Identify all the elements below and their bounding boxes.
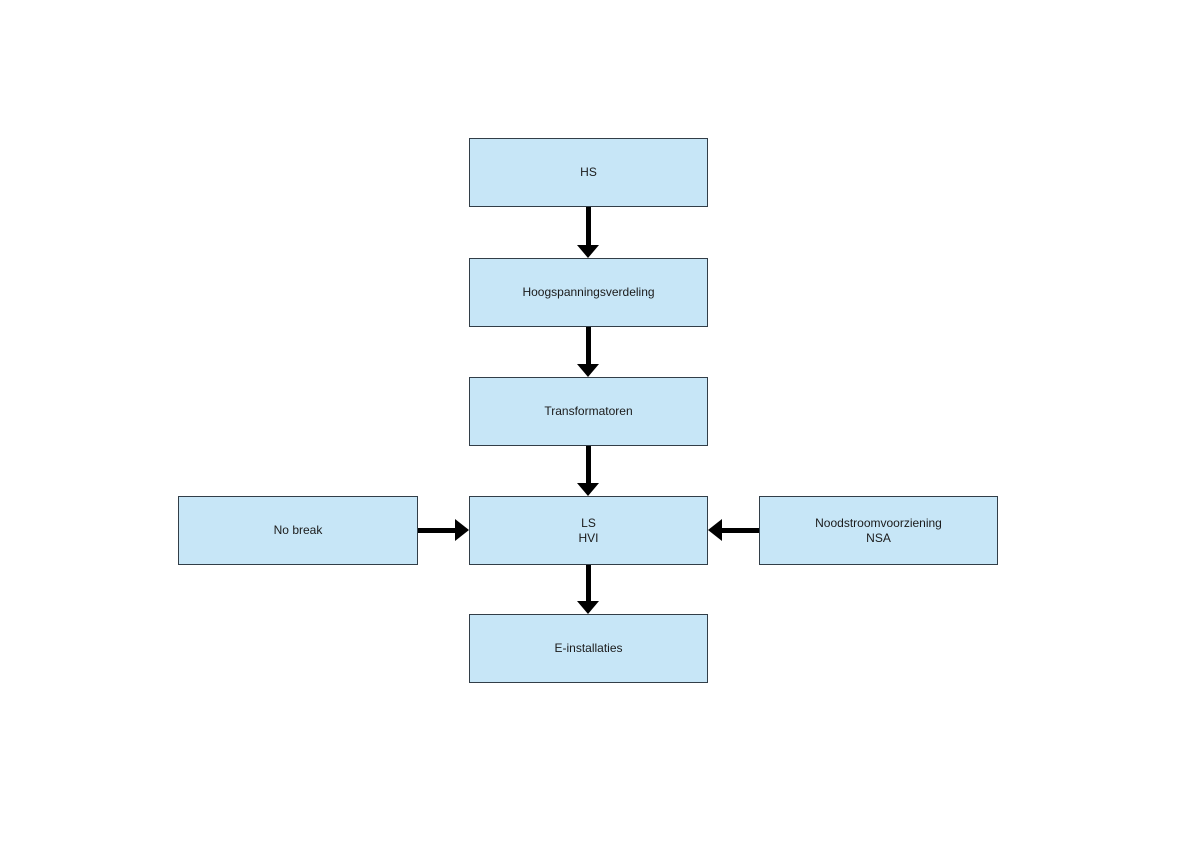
arrow-stem [722,527,759,533]
node-hs-label: HS [580,165,597,179]
arrow-down-icon [577,483,599,496]
arrow-down-icon [577,601,599,614]
arrow-stem [585,207,591,245]
node-hoogspanningsverdeling: Hoogspanningsverdeling [469,258,708,327]
arrow-stem [585,565,591,601]
node-transformatoren: Transformatoren [469,377,708,446]
arrow-left-icon [708,519,722,541]
node-ls-hvi-label-line2: HVI [578,530,599,545]
arrow-right-icon [455,519,469,541]
node-noodstroomvoorziening: Noodstroomvoorziening NSA [759,496,998,565]
node-no-break-label: No break [273,523,323,537]
arrow-stem [418,527,455,533]
node-hoogspanningsverdeling-label: Hoogspanningsverdeling [522,285,655,299]
node-no-break: No break [178,496,418,565]
node-noodstroomvoorziening-label-line2: NSA [866,530,891,545]
node-e-installaties: E-installaties [469,614,708,683]
arrow-stem [585,327,591,364]
node-e-installaties-label: E-installaties [554,641,623,655]
node-ls-hvi: LS HVI [469,496,708,565]
arrow-down-icon [577,364,599,377]
node-hs: HS [469,138,708,207]
node-noodstroomvoorziening-label-line1: Noodstroomvoorziening [815,515,942,530]
arrow-stem [585,446,591,483]
node-transformatoren-label: Transformatoren [544,404,633,418]
node-ls-hvi-label-line1: LS [581,515,596,530]
arrow-down-icon [577,245,599,258]
